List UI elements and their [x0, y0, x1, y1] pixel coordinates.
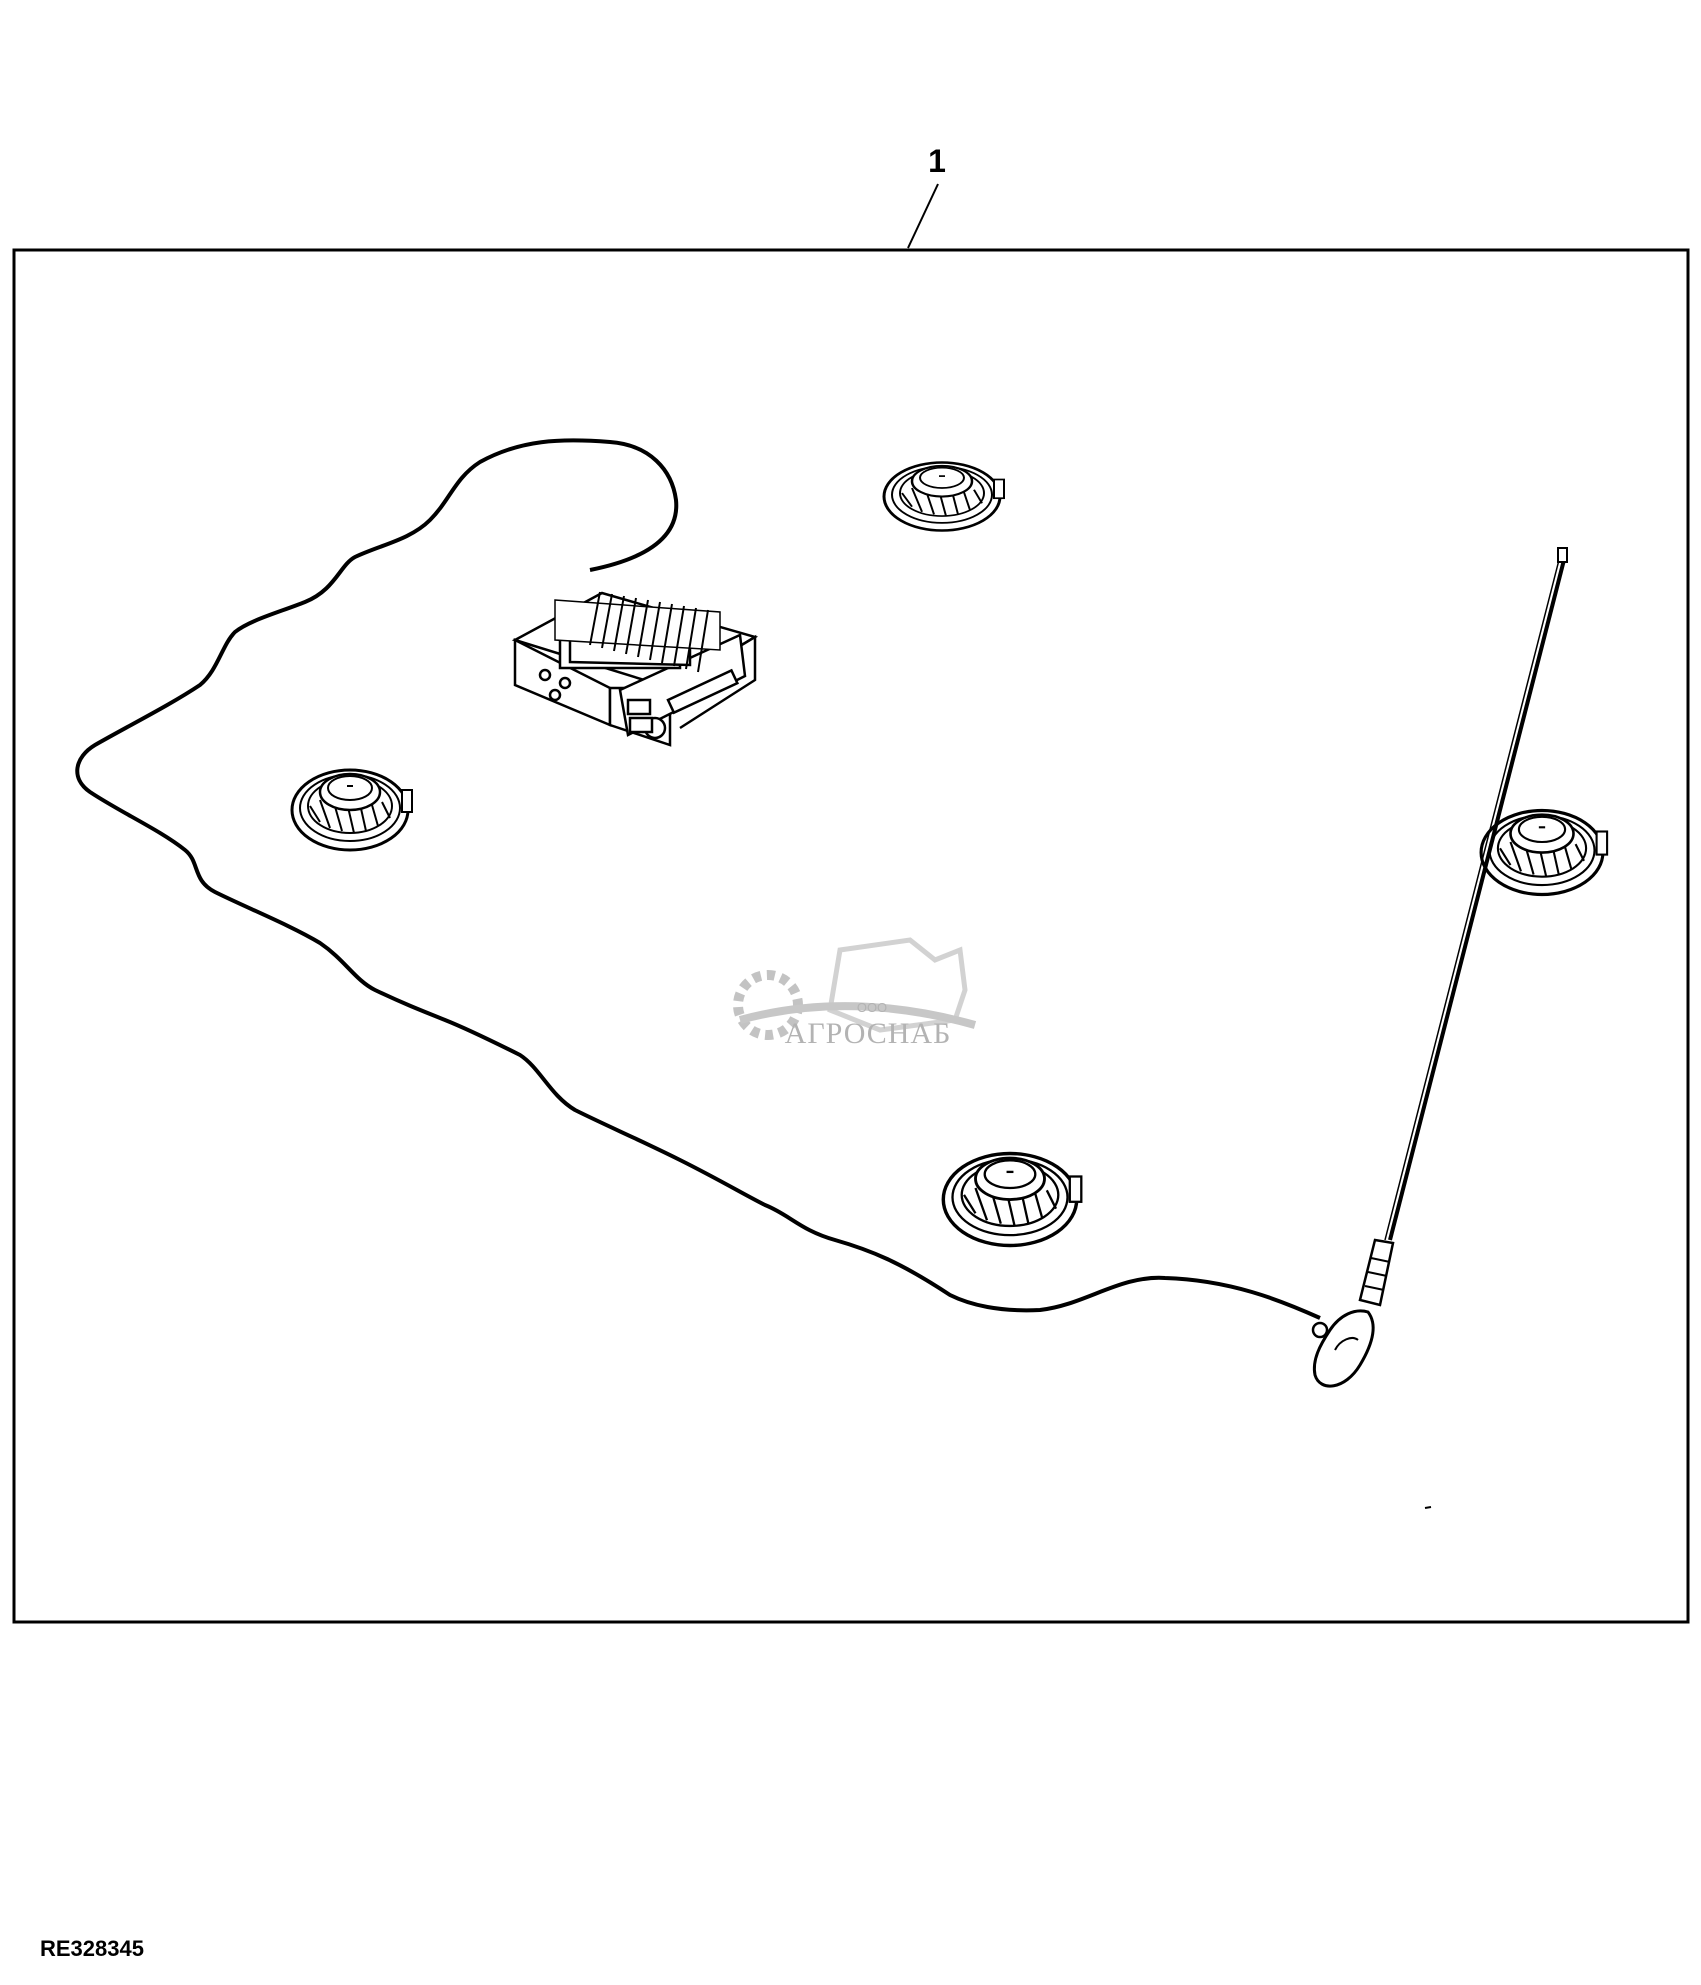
callout-number: 1	[928, 143, 946, 179]
diagram-frame	[12, 248, 1690, 1624]
speaker-right	[1479, 808, 1609, 897]
watermark-company: АГРОСНАБ	[785, 1017, 952, 1050]
speaker-left	[290, 768, 414, 852]
callout-leader	[907, 183, 939, 249]
figure-id: RE328345	[40, 1936, 144, 1961]
radio-unit	[511, 591, 759, 747]
speaker-bottom	[941, 1151, 1084, 1248]
watermark-prefix: ООО	[857, 1000, 887, 1015]
wiring-harness	[75, 438, 1321, 1320]
watermark-logo: ООО АГРОСНАБ	[733, 937, 977, 1050]
antenna	[1311, 547, 1568, 1388]
speaker-top	[882, 461, 1006, 532]
